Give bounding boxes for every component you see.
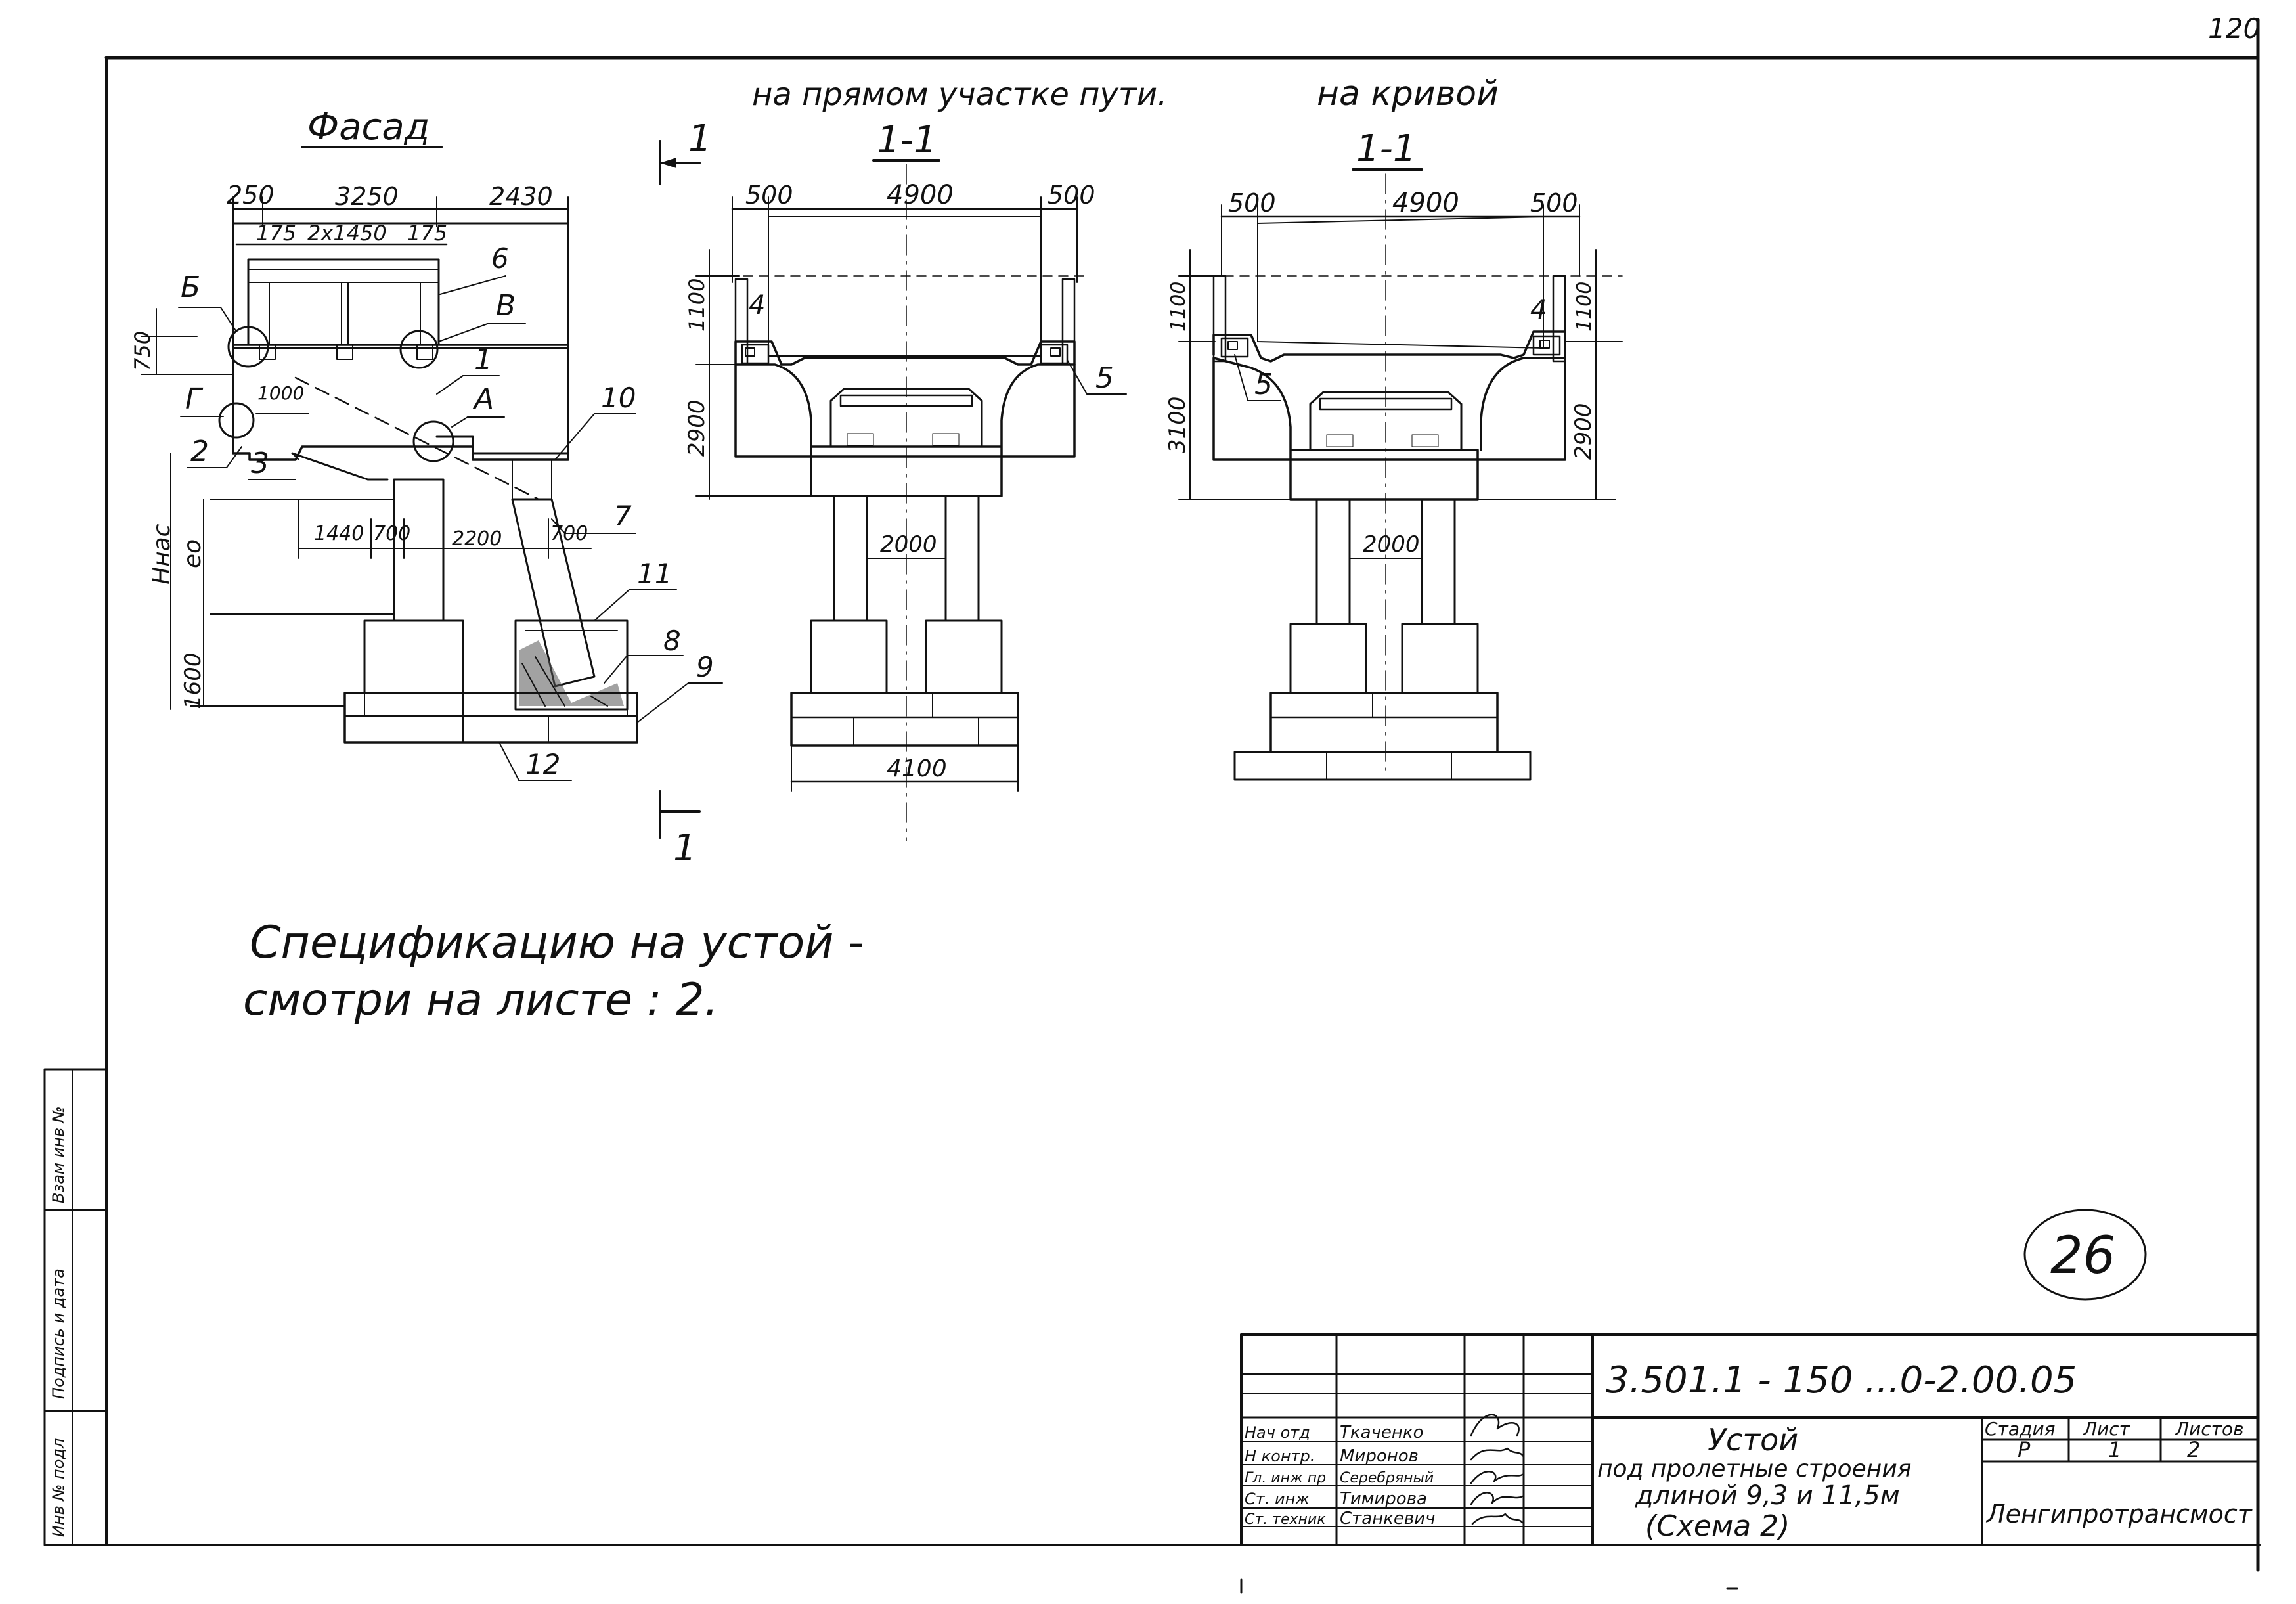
note-line2: смотри на листе : 2. xyxy=(243,974,718,1026)
section-straight-view: 1-1 500 4900 500 xyxy=(684,119,1127,841)
title-block-code: 3.501.1 - 150 ...0-2.00.05 xyxy=(1606,1359,2077,1402)
facade-view: Фасад 250 3250 2430 175 2x1450 175 xyxy=(130,106,723,781)
section-curve-view: 1-1 500 4900 500 2000 xyxy=(1164,127,1623,781)
side-stamp-signature: Подпись и дата xyxy=(49,1268,68,1399)
side-stamp-inv: Инв № подл xyxy=(49,1438,68,1537)
title-block-role-4: Ст. инж xyxy=(1245,1490,1310,1508)
facade-item-3: 3 xyxy=(251,447,269,480)
signature-2 xyxy=(1470,1447,1525,1461)
facade-dim-175a: 175 xyxy=(256,221,296,246)
side-stamp-replace: Взам инв № xyxy=(49,1106,68,1203)
section-curve-dim-1100b: 1100 xyxy=(1573,282,1596,332)
title-block-name-4: Тимирова xyxy=(1340,1489,1427,1509)
title-block-org: Ленгипротрансмост xyxy=(1985,1500,2253,1528)
facade-title: Фасад xyxy=(307,106,430,148)
title-block-stage: Р xyxy=(2018,1437,2031,1462)
cut-marker: 1 1 xyxy=(659,118,712,870)
title-block-name-1: Ткаченко xyxy=(1340,1423,1424,1442)
note-line1: Спецификацию на устой - xyxy=(250,917,864,969)
signature-3 xyxy=(1470,1471,1524,1484)
title-block-role-2: Н контр. xyxy=(1245,1447,1315,1465)
section-curve-item-4: 4 xyxy=(1530,295,1547,325)
section-straight-dim-2900: 2900 xyxy=(684,399,710,457)
section-straight-dim-2000: 2000 xyxy=(880,531,937,558)
section-straight-dim-4100: 4100 xyxy=(887,755,947,782)
signature-4 xyxy=(1470,1492,1524,1505)
title-block-title-2: под пролетные строения xyxy=(1597,1456,1911,1482)
cut-marker-bottom: 1 xyxy=(673,827,697,870)
section-straight-dim-4900: 4900 xyxy=(887,180,954,210)
facade-item-8: 8 xyxy=(663,625,681,657)
title-block-sheets: 2 xyxy=(2187,1437,2200,1462)
facade-dim-750: 750 xyxy=(130,331,155,371)
title-block-role-1: Нач отд xyxy=(1245,1423,1310,1442)
title-block-role-3: Гл. инж пр xyxy=(1245,1470,1326,1486)
section-curve-dim-500b: 500 xyxy=(1530,189,1578,217)
facade-letter-g: Г xyxy=(185,382,204,416)
facade-dim-1440: 1440 xyxy=(314,522,364,545)
facade-dim-700a: 700 xyxy=(373,522,410,545)
facade-letter-v: В xyxy=(496,289,516,323)
facade-letter-a: А xyxy=(472,382,494,416)
facade-dim-2x1450: 2x1450 xyxy=(307,221,387,246)
title-block-name-3: Серебряный xyxy=(1340,1470,1434,1486)
facade-dim-2430: 2430 xyxy=(489,182,553,211)
title-block-role-5: Ст. техник xyxy=(1245,1511,1326,1528)
title-block-title-1: Устой xyxy=(1708,1422,1798,1458)
title-block-sheet-header: Лист xyxy=(2083,1418,2130,1440)
title-block-sheet: 1 xyxy=(2108,1437,2121,1462)
page-number: 120 xyxy=(2208,12,2261,45)
title-block-name-5: Станкевич xyxy=(1340,1509,1436,1528)
section-curve-dim-4900: 4900 xyxy=(1392,188,1459,218)
side-stamp: Инв № подл Подпись и дата Взам инв № xyxy=(43,1068,108,1546)
facade-item-2: 2 xyxy=(190,435,209,468)
title-block: 3.501.1 - 150 ...0-2.00.05 Устой под про… xyxy=(1240,1333,2259,1546)
title-block-title-4: (Схема 2) xyxy=(1645,1509,1790,1543)
section-curve-dim-3100: 3100 xyxy=(1164,396,1191,453)
facade-dim-1000: 1000 xyxy=(257,382,304,404)
header-straight: на прямом участке пути. xyxy=(752,76,1167,113)
facade-dim-3250: 3250 xyxy=(335,182,399,211)
facade-item-11: 11 xyxy=(637,558,672,590)
sheet-stamp xyxy=(2023,1209,2147,1301)
section-curve-dim-1100a: 1100 xyxy=(1167,282,1190,332)
title-block-title-3: длиной 9,3 и 11,5м xyxy=(1635,1481,1900,1511)
signature-5 xyxy=(1471,1513,1524,1525)
facade-item-9: 9 xyxy=(696,651,714,683)
title-block-stage-header: Стадия xyxy=(1985,1418,2055,1440)
section-curve-item-5: 5 xyxy=(1254,368,1273,401)
sheet-stamp-number: 26 xyxy=(2050,1226,2115,1285)
section-straight-dim-1100: 1100 xyxy=(684,278,709,332)
header-curve: на кривой xyxy=(1317,74,1499,114)
facade-dim-eo: eo xyxy=(179,539,206,568)
facade-dim-1600: 1600 xyxy=(180,652,206,709)
signature-1 xyxy=(1470,1414,1520,1437)
section-straight-item-4: 4 xyxy=(749,290,765,321)
section-straight-dim-500b: 500 xyxy=(1048,181,1095,210)
facade-dim-175b: 175 xyxy=(407,221,447,246)
facade-dim-250: 250 xyxy=(227,181,275,210)
facade-dim-2200: 2200 xyxy=(452,527,502,550)
facade-letter-b: Б xyxy=(181,271,200,304)
section-curve-dim-500a: 500 xyxy=(1228,189,1276,217)
section-straight-title: 1-1 xyxy=(877,119,937,162)
facade-item-10: 10 xyxy=(601,382,636,414)
section-curve-dim-2900: 2900 xyxy=(1570,403,1597,460)
title-block-sheets-header: Листов xyxy=(2175,1418,2244,1440)
facade-item-6: 6 xyxy=(491,242,509,275)
facade-item-1: 1 xyxy=(474,343,493,376)
section-curve-title: 1-1 xyxy=(1356,127,1416,170)
section-straight-dim-500a: 500 xyxy=(745,181,793,210)
cut-marker-top: 1 xyxy=(688,118,712,160)
facade-dim-hnas: Hнас xyxy=(148,524,175,585)
facade-item-7: 7 xyxy=(614,500,632,532)
title-block-name-2: Миронов xyxy=(1340,1446,1419,1466)
drawing-frame xyxy=(104,18,2261,1572)
section-straight-item-5: 5 xyxy=(1095,361,1114,395)
facade-item-12: 12 xyxy=(525,748,560,780)
section-curve-dim-2000: 2000 xyxy=(1363,531,1420,558)
